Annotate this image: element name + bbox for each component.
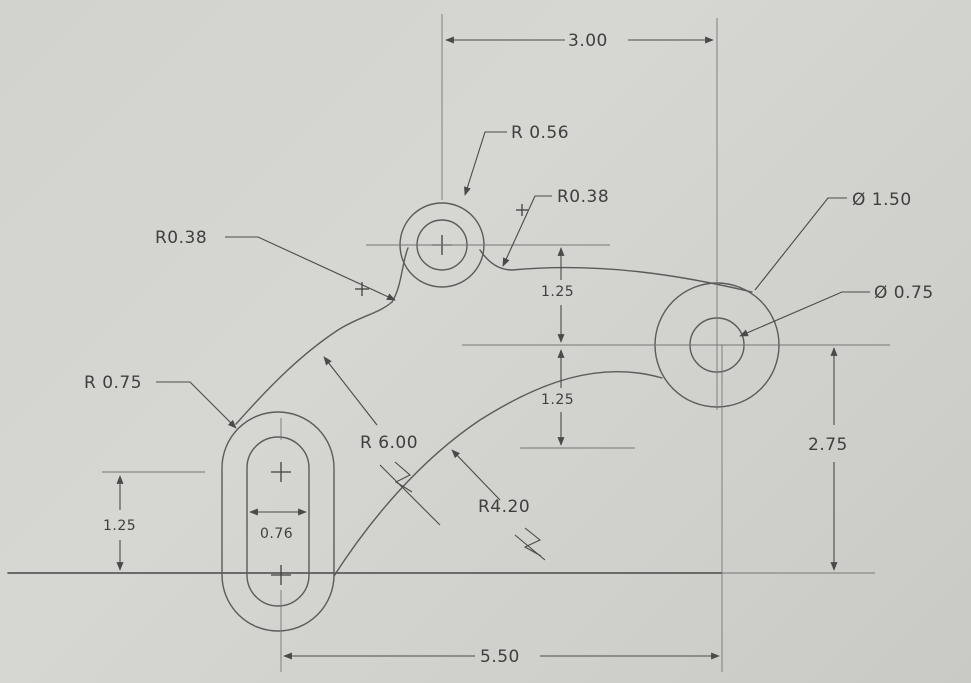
callout-dia150: Ø 1.50	[852, 190, 912, 210]
dimension-lines	[116, 36, 838, 660]
slot-inner	[246, 436, 310, 607]
part-outline	[7, 202, 780, 632]
leader-lines	[156, 131, 870, 561]
dim-slot-1-25: 1.25	[103, 518, 136, 534]
dim-2-75: 2.75	[808, 435, 848, 455]
dim-slot-0-76: 0.76	[260, 526, 293, 542]
dim-5-50: 5.50	[480, 647, 520, 667]
dim-lower-1-25: 1.25	[541, 392, 574, 408]
lower-arc-r420	[333, 370, 663, 577]
callout-r420: R4.20	[478, 497, 530, 517]
fillet-left	[391, 247, 409, 303]
top-arc	[479, 249, 753, 293]
callout-r075: R 0.75	[84, 373, 142, 393]
dim-upper-1-25: 1.25	[541, 284, 574, 300]
callout-r600: R 6.00	[360, 433, 418, 453]
callout-r038-left: R0.38	[155, 228, 207, 248]
dimension-labels: 3.00 5.50 2.75 1.25 1.25 1.25 0.76 R 0.5…	[84, 31, 934, 667]
callout-r056: R 0.56	[511, 123, 569, 143]
upper-arc-r6	[235, 301, 393, 425]
extension-lines	[102, 14, 890, 672]
callout-dia075: Ø 0.75	[874, 283, 934, 303]
dim-3-00: 3.00	[568, 31, 608, 51]
callout-r038-right: R0.38	[557, 187, 609, 207]
slot-outer	[221, 411, 335, 632]
